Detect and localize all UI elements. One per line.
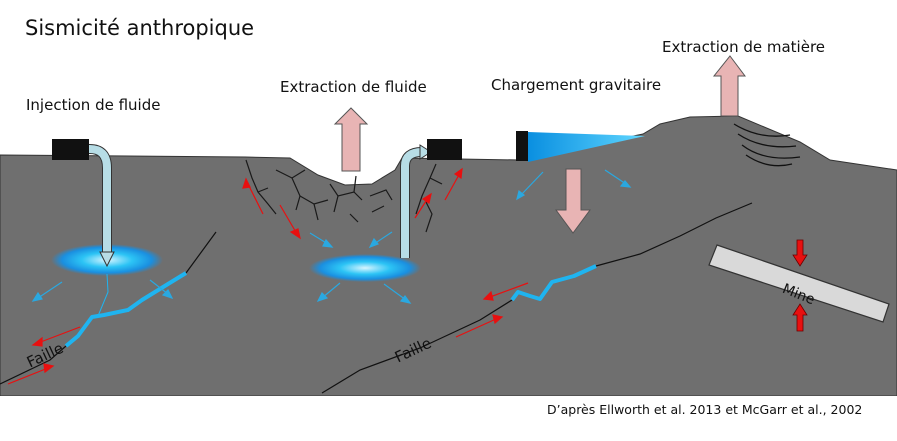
extraction-pool bbox=[309, 254, 421, 282]
mine-block bbox=[708, 244, 890, 323]
diagram-title: Sismicité anthropique bbox=[25, 16, 255, 40]
reservoir-water bbox=[528, 132, 645, 162]
pool-fractures bbox=[97, 273, 109, 317]
label-chargement-gravitaire: Chargement gravitaire bbox=[491, 76, 662, 94]
fault-lines bbox=[0, 202, 753, 394]
fault-slip-zones bbox=[64, 264, 597, 348]
mine-compression-arrows bbox=[792, 239, 808, 332]
label-extraction-matiere: Extraction de matière bbox=[662, 38, 826, 56]
blue-seepage-arrows bbox=[31, 169, 632, 304]
red-slip-arrows bbox=[7, 167, 529, 385]
down-arrow-gravity-load bbox=[555, 168, 591, 234]
label-injection-fluide: Injection de fluide bbox=[26, 96, 161, 114]
fracture-network bbox=[245, 159, 443, 233]
up-arrow-extraction-fluid bbox=[333, 107, 369, 172]
credit-band bbox=[0, 396, 897, 441]
up-arrow-extraction-matter bbox=[712, 55, 746, 117]
dam-block bbox=[516, 131, 528, 161]
extraction-pipe bbox=[400, 139, 462, 258]
ground-cross-section bbox=[0, 115, 897, 397]
injection-pipe bbox=[52, 139, 115, 268]
source-credit: D’après Ellworth et al. 2013 et McGarr e… bbox=[547, 402, 863, 417]
mine-strata bbox=[733, 123, 801, 167]
label-extraction-fluide: Extraction de fluide bbox=[280, 78, 427, 96]
pink-arrows bbox=[333, 55, 746, 234]
